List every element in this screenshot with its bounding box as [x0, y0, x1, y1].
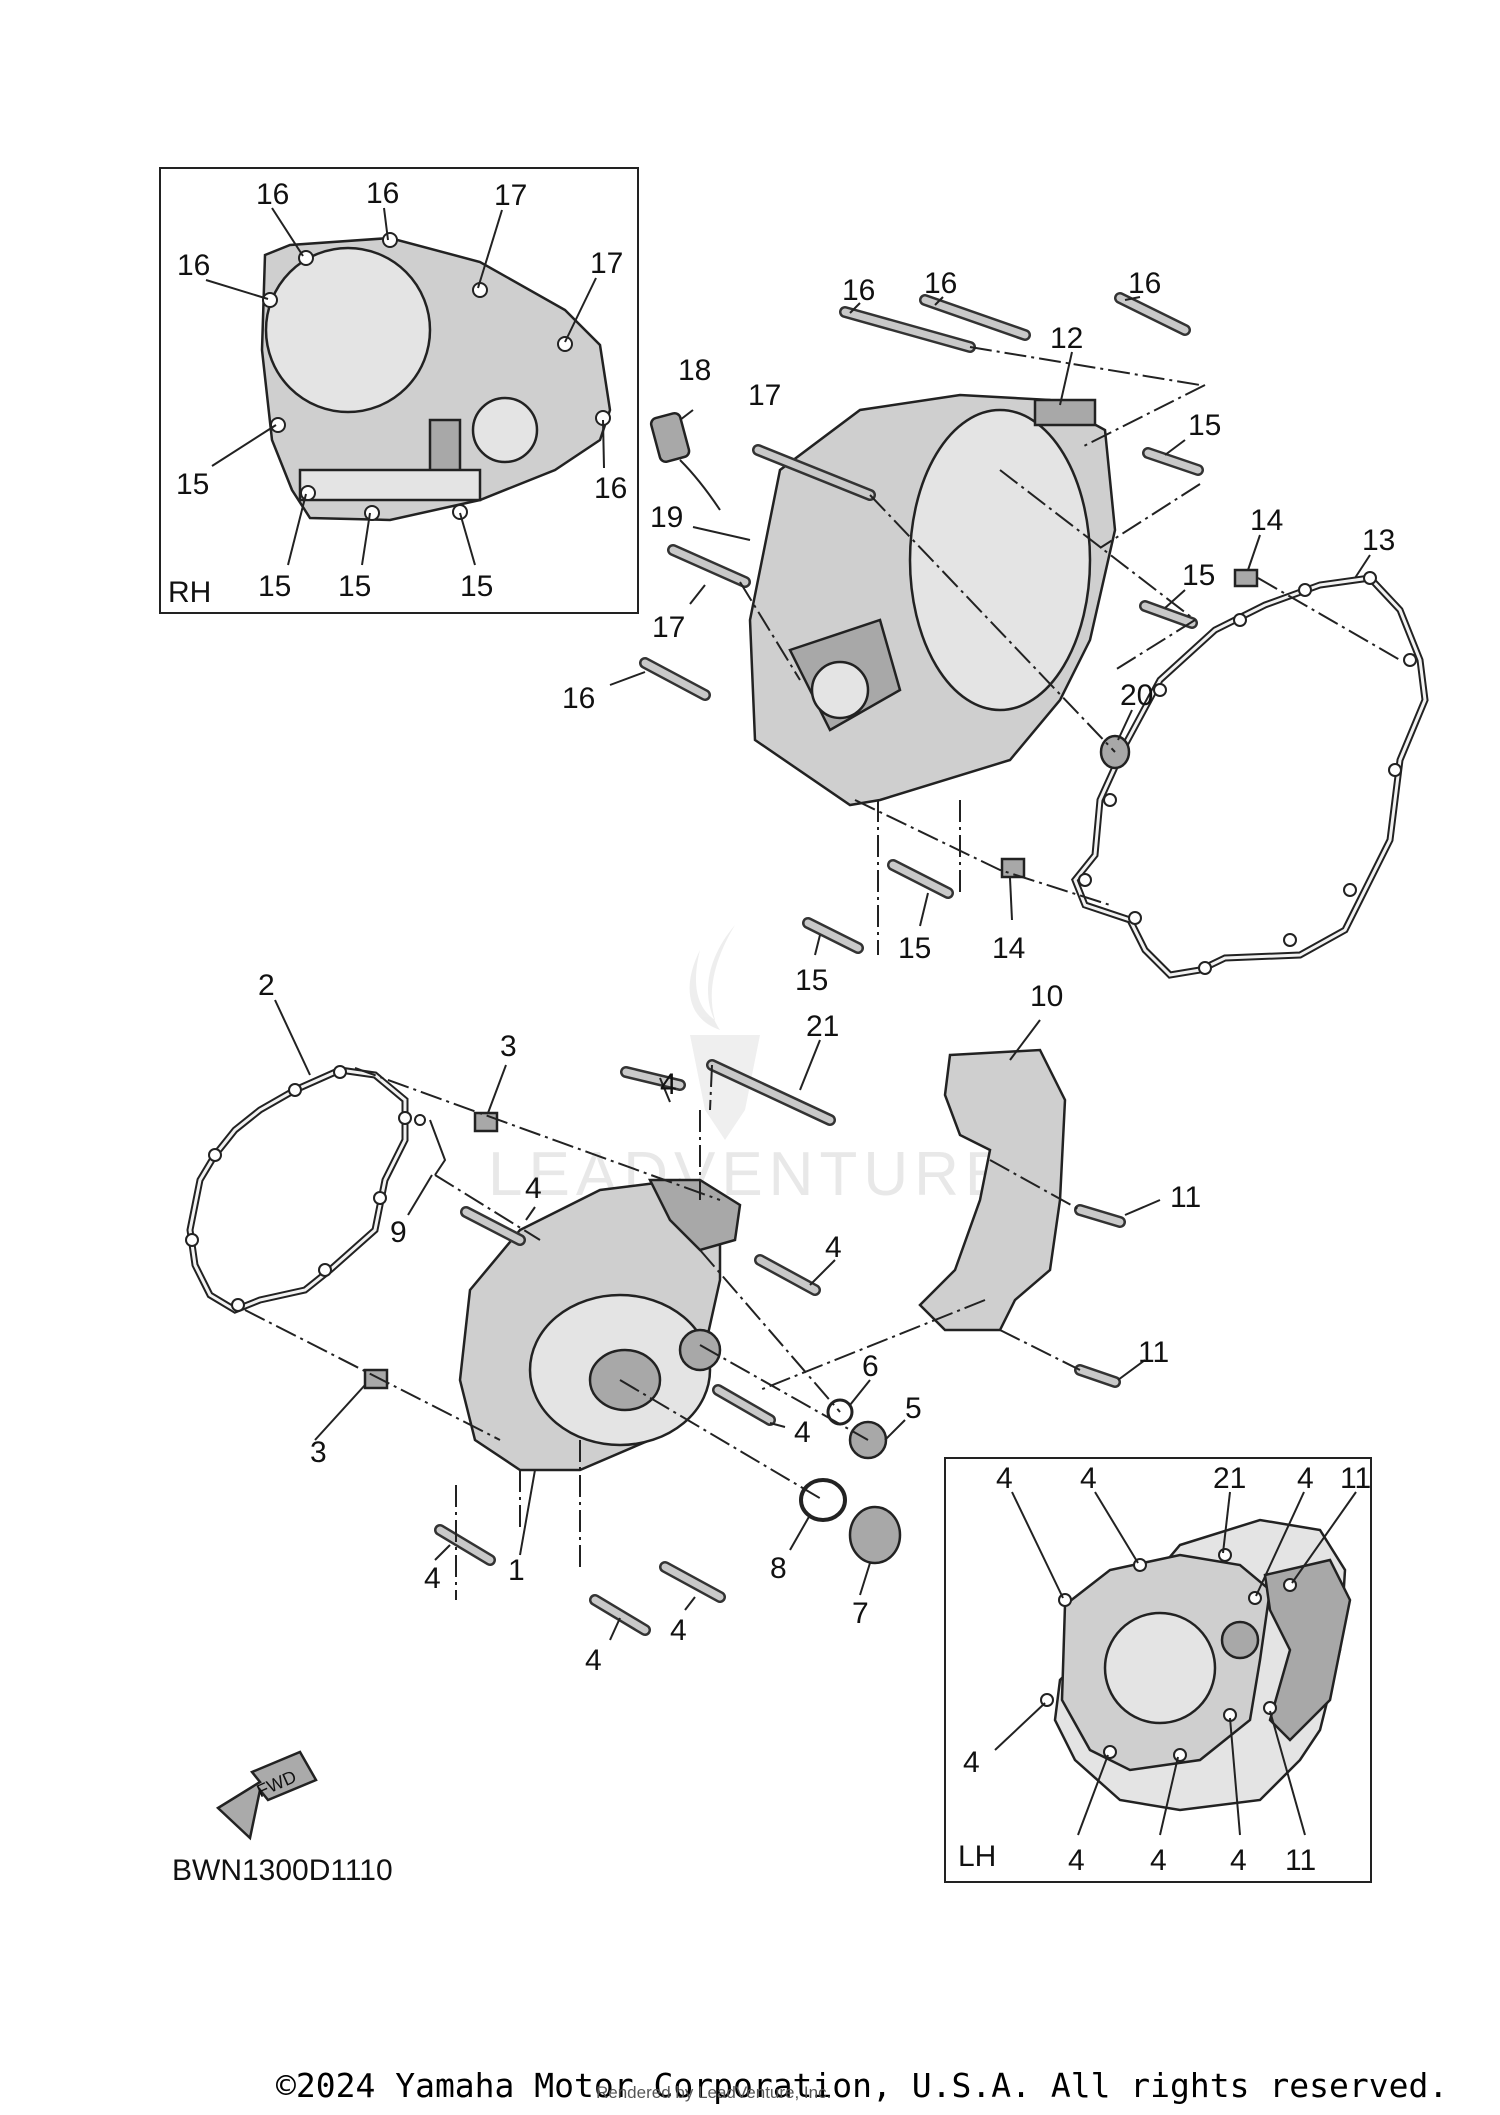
rh-callout: 16 [366, 177, 399, 210]
cap-7 [848, 1505, 902, 1565]
callout: 14 [992, 932, 1025, 965]
rh-callout: 15 [338, 570, 371, 603]
lh-inset: 4 4 21 4 11 4 4 4 4 11 LH [944, 1457, 1372, 1883]
rh-cover-assembly: 16 16 16 12 15 14 13 15 20 18 17 19 17 1… [562, 267, 1429, 997]
rh-callout: 16 [256, 178, 289, 211]
lh-callout: 4 [1150, 1844, 1167, 1877]
callout: 11 [1170, 1181, 1201, 1214]
callout: 15 [898, 932, 931, 965]
callout: 16 [1128, 267, 1161, 300]
dowel-14 [1233, 568, 1259, 588]
watermark-text: LEADVENTURE [488, 1140, 1012, 1209]
callout: 4 [424, 1562, 441, 1595]
rh-callout: 16 [594, 472, 627, 505]
callout: 15 [1188, 409, 1221, 442]
callout: 5 [905, 1392, 922, 1425]
rh-lower-panel [298, 468, 482, 502]
rh-clutch-dome [264, 246, 432, 414]
callout: 3 [310, 1436, 327, 1469]
callout: 18 [678, 354, 711, 387]
callout: 17 [748, 379, 781, 412]
callout: 19 [650, 501, 683, 534]
callout: 10 [1030, 980, 1063, 1013]
callout: 4 [525, 1172, 542, 1205]
rh-callout: 15 [258, 570, 291, 603]
lh-inset-frame [944, 1457, 1372, 1883]
callout: 2 [258, 969, 275, 1002]
callout: 16 [924, 267, 957, 300]
rh-callout: 15 [460, 570, 493, 603]
callout: 13 [1362, 524, 1395, 557]
lh-callout: 4 [996, 1462, 1013, 1495]
oring-8 [799, 1478, 847, 1522]
callout: 11 [1138, 1336, 1169, 1369]
lh-callout: 4 [963, 1746, 980, 1779]
callout: 4 [825, 1231, 842, 1264]
rendered-by: Rendered by LeadVenture, Inc. [596, 2083, 831, 2102]
callout: 4 [660, 1068, 677, 1101]
lh-callout: 4 [1297, 1462, 1314, 1495]
callout: 14 [1250, 504, 1283, 537]
callout: 1 [508, 1554, 525, 1587]
rh-inset-label: RH [168, 576, 211, 609]
clutch-cover-tab [1033, 398, 1097, 427]
lh-callout: 11 [1340, 1462, 1371, 1495]
fwd-arrow-icon [215, 1750, 318, 1841]
rh-callout: 17 [590, 247, 623, 280]
callout: 16 [562, 682, 595, 715]
lh-cover-10 [1263, 1558, 1352, 1742]
lh-callout: 11 [1285, 1844, 1316, 1877]
callout: 8 [770, 1552, 787, 1585]
rh-inset-frame [159, 167, 639, 614]
callout: 6 [862, 1350, 879, 1383]
callout: 20 [1120, 679, 1153, 712]
copyright: ©2024 Yamaha Motor Corporation, U.S.A. A… [276, 2066, 1448, 2105]
lh-callout: 4 [1230, 1844, 1247, 1877]
callout: 17 [652, 611, 685, 644]
cover-10 [918, 1048, 1067, 1332]
rh-callout: 16 [177, 249, 210, 282]
callout: 3 [500, 1030, 517, 1063]
rh-oil-filler [471, 396, 539, 464]
callout: 4 [794, 1416, 811, 1449]
lh-callout: 4 [1080, 1462, 1097, 1495]
gasket-2 [186, 1066, 409, 1314]
rh-callout: 17 [494, 179, 527, 212]
sensor-18 [649, 411, 691, 464]
watermark: LEADVENTURE [488, 925, 1012, 1209]
dowel-3 [363, 1368, 389, 1390]
spring-9 [429, 1119, 447, 1176]
dowel-3 [473, 1111, 499, 1133]
dowel-14 [1000, 857, 1026, 879]
callout: 4 [585, 1644, 602, 1677]
lh-cover-assembly: 2 3 4 21 10 4 11 9 4 11 3 6 5 4 4 1 8 7 … [185, 969, 1201, 1677]
rh-callout: 15 [176, 468, 209, 501]
callout: 7 [852, 1597, 869, 1630]
forward-arrow: FWD [215, 1750, 318, 1841]
gasket-13 [1070, 574, 1429, 979]
rh-inset: 16 16 17 17 16 16 15 15 15 15 RH [159, 167, 639, 614]
callout: 4 [670, 1614, 687, 1647]
lh-inset-label: LH [958, 1840, 996, 1873]
lh-callout: 4 [1068, 1844, 1085, 1877]
callout: 15 [1182, 559, 1215, 592]
diagram-code: BWN1300D1110 [172, 1854, 393, 1887]
lh-callout: 21 [1213, 1462, 1246, 1495]
callout: 16 [842, 274, 875, 307]
callout: 21 [806, 1010, 839, 1043]
callout: 12 [1050, 322, 1083, 355]
callout: 15 [795, 964, 828, 997]
callout: 9 [390, 1216, 407, 1249]
clutch-cover-dome [908, 408, 1092, 712]
